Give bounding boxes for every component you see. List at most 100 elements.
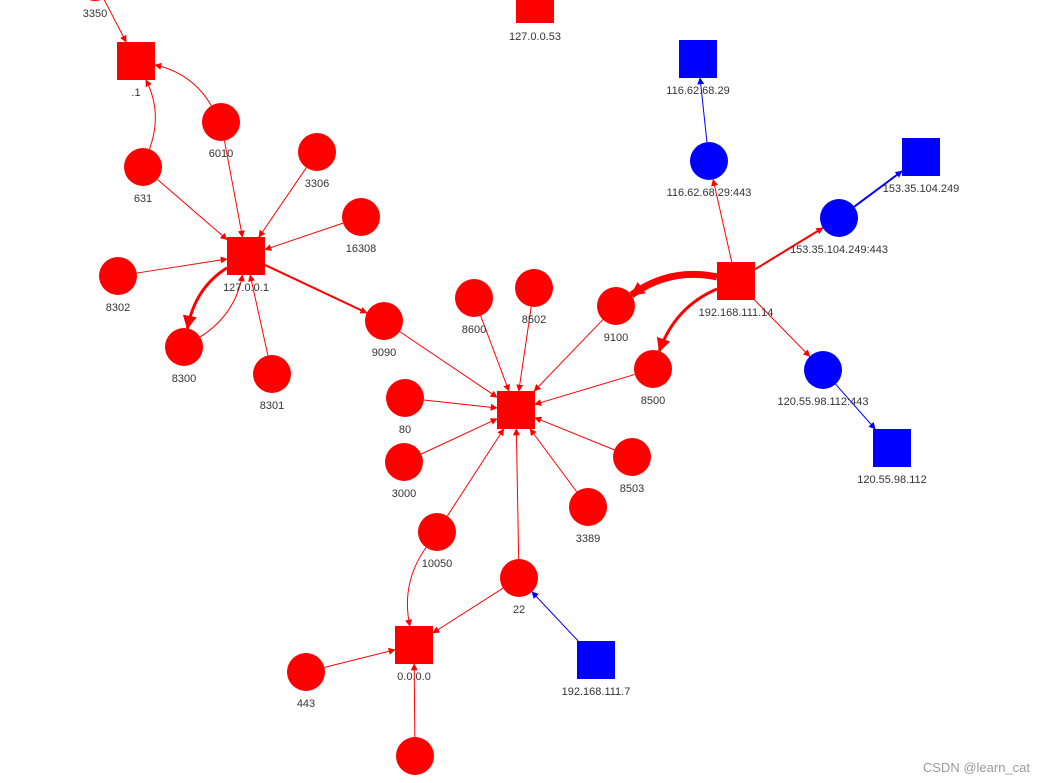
node-n192168111_7[interactable] [577,641,615,679]
edge-n3306-to-n127001 [258,167,307,238]
edge-n9100-to-nhub [533,319,604,392]
node-label-n8302: 8302 [106,302,130,314]
node-label-n8503: 8503 [620,483,644,495]
edge-n8302-to-n127001 [136,256,228,274]
node-label-n443: 443 [297,698,315,710]
edge-n8301-to-n127001 [248,274,269,356]
node-n127001[interactable] [227,237,265,275]
edge-n80-to-nhub [423,399,498,411]
node-label-n3000: 3000 [392,488,416,500]
nodes [76,0,940,775]
edge-n631-to-n127001 [157,179,228,241]
node-n153_35_104_249[interactable] [902,138,940,176]
edge-nbottom-to-n0000 [410,663,418,738]
node-n3350[interactable] [76,0,114,1]
node-n120_55_98_112_443[interactable] [804,351,842,389]
edge-n6010-to-n127001 [223,140,245,238]
node-label-n116_62_68_29_443: 116.62.68.29:443 [667,187,752,199]
edge-n6010-to-n1 [154,62,212,106]
edge-n10050-to-nhub [446,428,505,517]
node-n1[interactable] [117,42,155,80]
node-n631[interactable] [124,148,162,186]
node-label-n120_55_98_112_443: 120.55.98.112:443 [778,396,869,408]
node-label-n631: 631 [134,193,152,205]
node-n80[interactable] [386,379,424,417]
node-n9090[interactable] [365,302,403,340]
edges [103,0,903,738]
node-n6010[interactable] [202,103,240,141]
node-label-n8301: 8301 [260,400,284,412]
node-label-n153_35_104_249: 153.35.104.249 [883,183,959,195]
node-label-n192168111_14: 192.168.111.14 [699,307,774,319]
watermark: CSDN @learn_cat [922,760,1030,775]
node-n16308[interactable] [342,198,380,236]
node-label-n3350: 3350 [83,8,107,20]
edge-n10050-to-n0000 [405,547,427,627]
node-label-n9090: 9090 [372,347,396,359]
node-label-n8600: 8600 [462,324,486,336]
node-n127053[interactable] [516,0,554,23]
node-label-n116_62_68_29: 116.62.68.29 [666,85,729,97]
node-n8300[interactable] [165,328,203,366]
node-n8301[interactable] [253,355,291,393]
edge-n192168111_14-to-n153_35_104_249_443 [754,227,824,271]
edge-n8500-to-nhub [534,373,635,406]
edge-n3389-to-nhub [529,428,578,493]
edge-n153_35_104_249_443-to-n153_35_104_249 [853,170,903,208]
node-n8302[interactable] [99,257,137,295]
node-n3306[interactable] [298,133,336,171]
edge-n127001-to-n8300 [182,266,228,330]
edge-n192168111_14-to-n116_62_68_29_443 [711,178,733,263]
node-n9100[interactable] [597,287,635,325]
node-label-n127053: 127.0.0.53 [509,31,561,43]
edge-n192168111_14-to-n120_55_98_112_443 [754,299,811,357]
node-n3389[interactable] [569,488,607,526]
node-label-n3389: 3389 [576,533,600,545]
node-label-n1: .1 [131,87,140,99]
edge-n8300-to-n127001 [199,274,245,338]
edge-n22-to-nhub [512,428,520,560]
edge-n192168111_14-to-n9100 [629,270,718,298]
edge-n120_55_98_112_443-to-n120_55_98_112 [835,383,876,430]
node-n153_35_104_249_443[interactable] [820,199,858,237]
node-label-n8502: 8502 [522,314,546,326]
node-n192168111_14[interactable] [717,262,755,300]
node-label-n16308: 16308 [346,243,377,255]
node-label-n10050: 10050 [422,558,453,570]
node-n8503[interactable] [613,438,651,476]
node-n0000[interactable] [395,626,433,664]
edge-n8503-to-nhub [534,416,615,451]
edge-n631-to-n1 [145,79,156,150]
node-label-n9100: 9100 [604,332,628,344]
node-n3000[interactable] [385,443,423,481]
node-label-n127001: 127.0.0.1 [223,282,269,294]
node-label-n120_55_98_112: 120.55.98.112 [857,474,927,486]
node-nhub[interactable] [497,391,535,429]
node-label-n6010: 6010 [209,148,233,160]
edge-n9090-to-nhub [399,331,498,398]
edge-n192168111_14-to-n8500 [656,287,718,353]
labels: 3350.1127.0.0.536010631330616308127.0.0.… [83,8,959,710]
node-nbottom[interactable] [396,737,434,775]
node-label-n153_35_104_249_443: 153.35.104.249:443 [790,244,888,256]
edge-n8600-to-nhub [480,315,510,392]
node-label-n80: 80 [399,424,411,436]
edge-n3350-to-n1 [103,0,127,43]
edge-n443-to-n0000 [324,647,396,668]
node-n22[interactable] [500,559,538,597]
node-n116_62_68_29_443[interactable] [690,142,728,180]
node-label-n0000: 0.0.0.0 [397,671,431,683]
node-n8500[interactable] [634,350,672,388]
edge-n16308-to-n127001 [264,222,344,251]
node-n8502[interactable] [515,269,553,307]
node-label-n8300: 8300 [172,373,196,385]
node-n116_62_68_29[interactable] [679,40,717,78]
node-label-n8500: 8500 [641,395,665,407]
node-n10050[interactable] [418,513,456,551]
node-n443[interactable] [287,653,325,691]
node-n8600[interactable] [455,279,493,317]
edge-n116_62_68_29_443-to-n116_62_68_29 [697,77,708,143]
node-n120_55_98_112[interactable] [873,429,911,467]
edge-n8502-to-nhub [516,306,532,392]
